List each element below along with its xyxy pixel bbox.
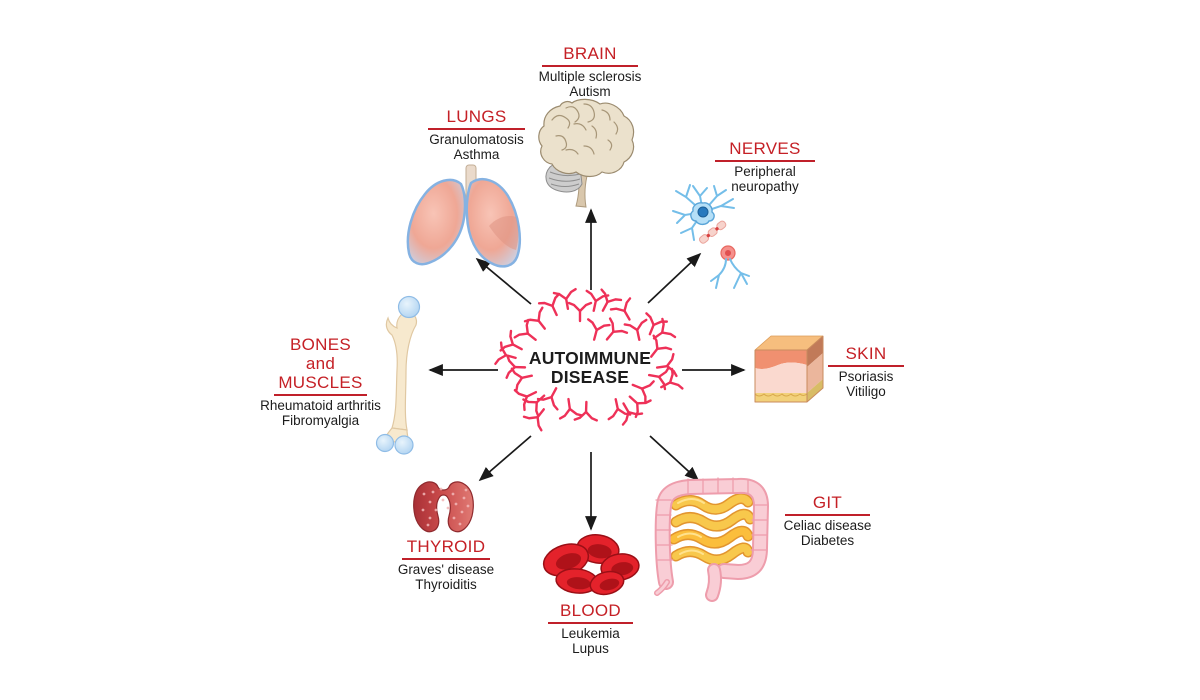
node-heading-thyroid: THYROID [402,537,490,560]
intestine-illustration [654,477,770,602]
node-skin: SKIN Psoriasis Vitiligo [828,344,904,399]
node-diseases-skin: Psoriasis Vitiligo [828,369,904,399]
arrow-to-lungs [475,257,532,305]
node-heading-blood: BLOOD [548,601,633,624]
node-diseases-brain: Multiple sclerosis Autism [539,69,642,99]
center-title: AUTOIMMUNE DISEASE [528,348,652,387]
disease-line: Asthma [453,147,500,162]
disease-line: Vitiligo [846,384,886,399]
disease-line: Psoriasis [838,369,894,384]
node-diseases-nerves: Peripheral neuropathy [715,164,815,194]
node-blood: BLOOD Leukemia Lupus [548,601,633,656]
disease-line: Thyroiditis [415,577,477,592]
disease-line: Fibromyalgia [281,413,360,428]
node-bones-muscles: BONES and MUSCLES Rheumatoid arthritis F… [260,335,381,428]
disease-line: Rheumatoid arthritis [260,398,381,413]
disease-line: Diabetes [800,533,855,548]
arrow-to-git [649,435,700,482]
node-git: GIT Celiac disease Diabetes [783,493,872,548]
disease-line: Graves' disease [397,562,495,577]
blood-cells-illustration [542,534,640,596]
node-nerves: NERVES Peripheral neuropathy [715,139,815,194]
node-heading-git: GIT [785,493,870,516]
node-diseases-bones-muscles: Rheumatoid arthritis Fibromyalgia [260,398,381,428]
bone-illustration [375,295,421,455]
skin-illustration [754,335,824,403]
node-diseases-git: Celiac disease Diabetes [783,518,872,548]
lungs-illustration [406,164,522,268]
node-diseases-thyroid: Graves' disease Thyroiditis [398,562,494,592]
node-lungs: LUNGS Granulomatosis Asthma [428,107,525,162]
neuron-illustration [672,184,750,289]
radiating-arrows [428,208,746,531]
disease-line: Multiple sclerosis [538,69,642,84]
disease-line: Celiac disease [783,518,872,533]
node-thyroid: THYROID Graves' disease Thyroiditis [398,537,494,592]
node-heading-bones-muscles: BONES and MUSCLES [274,335,367,396]
node-brain: BRAIN Multiple sclerosis Autism [539,44,642,99]
node-diseases-blood: Leukemia Lupus [548,626,633,656]
arrow-to-thyroid [478,435,532,482]
disease-line: Peripheral neuropathy [731,164,799,194]
disease-line: Granulomatosis [429,132,524,147]
arrow-to-nerves [647,252,702,304]
disease-line: Lupus [572,641,609,656]
thyroid-illustration [413,481,474,533]
node-heading-nerves: NERVES [715,139,815,162]
node-heading-skin: SKIN [828,344,904,367]
node-diseases-lungs: Granulomatosis Asthma [428,132,525,162]
node-heading-brain: BRAIN [542,44,638,67]
node-heading-lungs: LUNGS [428,107,525,130]
brain-illustration [538,98,635,208]
disease-line: Autism [569,84,611,99]
disease-line: Leukemia [561,626,620,641]
